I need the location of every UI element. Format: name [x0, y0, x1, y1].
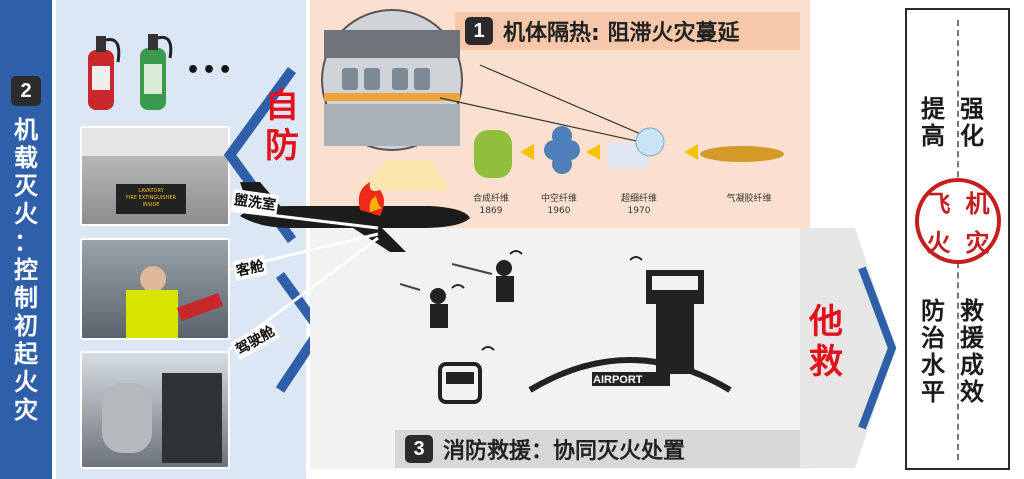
fiber-evolution-graphics	[474, 126, 784, 178]
section-number-1: 1	[465, 17, 493, 45]
left-panel-title: 机载灭火：控制初起火灾	[14, 116, 38, 424]
summary-left-top: 提高	[921, 95, 945, 150]
fire-extinguisher-icons	[88, 34, 173, 110]
wifi-signal-icon	[451, 250, 643, 351]
fire-icon	[358, 182, 384, 216]
summary-right-bottom: 救援成效	[960, 297, 984, 406]
fiber-3-year: 1970	[627, 206, 651, 216]
summary-left-bottom: 防治水平	[921, 297, 945, 406]
seal-char-3: 火	[926, 228, 951, 257]
rescue-section	[310, 228, 810, 469]
more-items-dots: •••	[186, 58, 235, 83]
microfiber-icon	[608, 127, 665, 168]
insulation-title: 1 机体隔热: 阻滞火灾蔓延	[455, 12, 800, 50]
control-tower-icon	[646, 270, 704, 374]
rescue-title-text: 消防救援：协同灭火处置	[443, 439, 686, 464]
red-extinguisher-icon	[88, 36, 121, 110]
aerogel-fiber-icon	[700, 146, 784, 162]
airport-label: AIRPORT	[593, 374, 643, 386]
summary-right-top: 强化	[960, 95, 984, 150]
fiber-4-name: 气凝胶纤维	[726, 194, 772, 204]
airport-hangar-icon	[528, 357, 732, 393]
firefighter-icon	[400, 283, 448, 328]
fuselage-insulation-diagram	[321, 9, 463, 151]
green-extinguisher-icon	[140, 34, 173, 110]
hollow-fiber-icon	[544, 126, 580, 174]
fiber-1-name: 合成纤维	[472, 194, 509, 204]
insulation-pointer-lines	[358, 64, 651, 190]
fiber-3-name: 超细纤维	[620, 194, 657, 204]
fire-truck-icon	[438, 362, 482, 404]
aircraft-fire-seal: 飞 机 火 灾	[915, 178, 1001, 264]
seal-char-2: 机	[965, 189, 990, 218]
lavatory-sign: LAVATORY FIRE EXTINGUISHER INSIDE	[116, 184, 186, 214]
other-rescue-label: 他救	[809, 302, 843, 382]
cockpit-photo	[80, 351, 230, 469]
section-number-3: 3	[405, 435, 433, 463]
synthetic-fiber-icon	[474, 130, 512, 178]
seal-char-4: 灾	[965, 228, 990, 257]
firefighter-icon	[451, 260, 514, 302]
rescue-scene-illustration	[400, 250, 732, 404]
seal-char-1: 飞	[926, 189, 951, 218]
fiber-2-name: 中空纤维	[540, 194, 577, 204]
cabin-photo	[80, 238, 230, 340]
lavatory-photo: LAVATORY FIRE EXTINGUISHER INSIDE	[80, 126, 230, 226]
insulation-title-text: 机体隔热: 阻滞火灾蔓延	[503, 21, 740, 46]
other-rescue-chevron	[800, 228, 897, 468]
section-number-2: 2	[11, 76, 41, 106]
fiber-2-year: 1960	[547, 206, 571, 216]
rescue-title: 3 消防救援：协同灭火处置	[395, 430, 807, 468]
fiber-1-year: 1869	[479, 206, 503, 216]
self-defense-label: 自防	[265, 86, 299, 166]
